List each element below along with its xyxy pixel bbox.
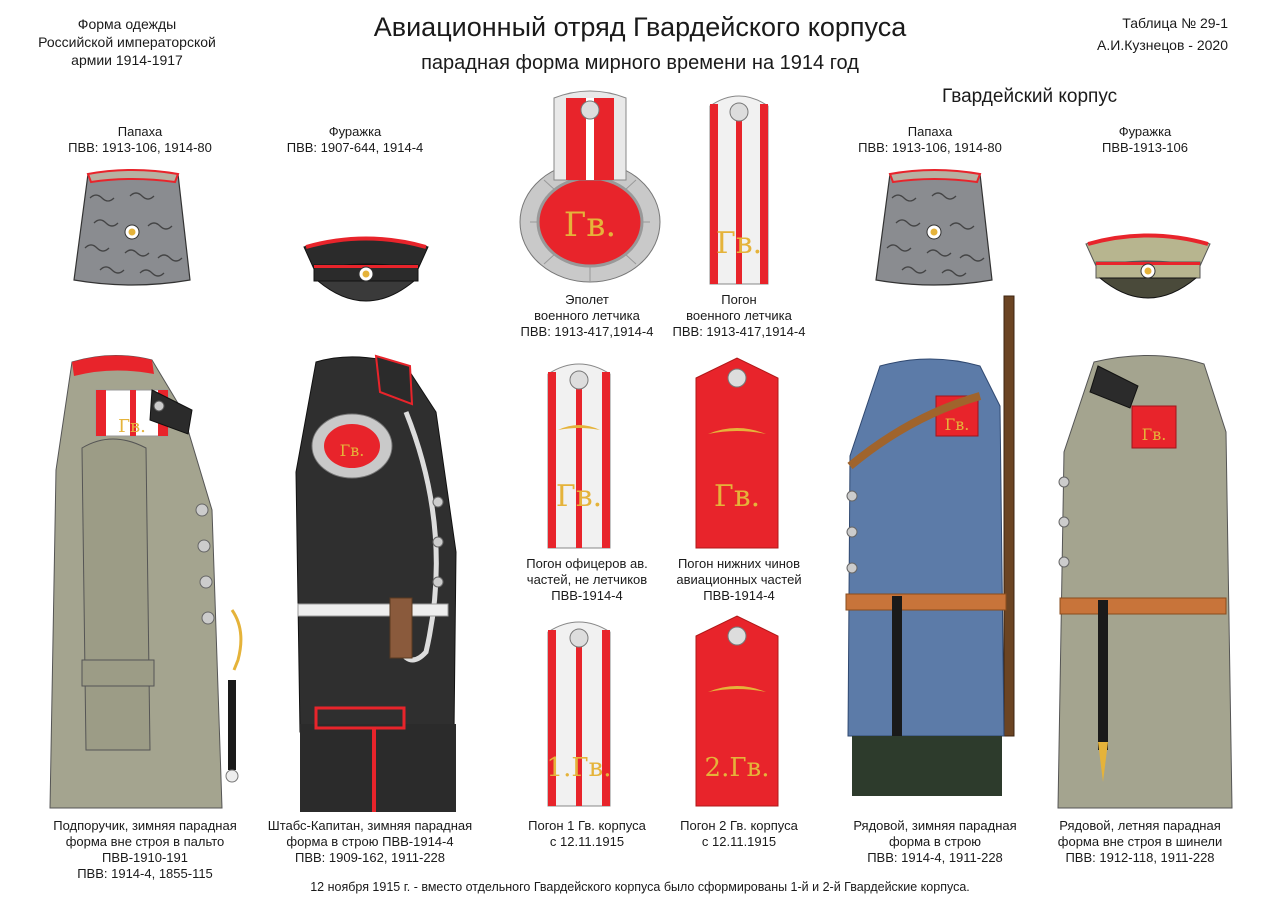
caption-line: с 12.11.1915 (701, 834, 777, 849)
headwear-ref: ПВВ: 1913-106, 1914-80 (858, 140, 1002, 155)
epaulette-pilot-illustration: Гв. (519, 90, 661, 283)
shoulder-board-marking: Гв. (716, 226, 762, 261)
shoulder-board-1st-corps-illustration: 1.Гв. (547, 621, 612, 807)
shoulder-board-marking: Гв. (556, 479, 602, 514)
footnote: 12 ноября 1915 г. - вместо отдельного Гв… (310, 880, 970, 894)
headwear-caption-cap-right: Фуражка ПВВ-1913-106 (1065, 124, 1225, 156)
headwear-ref: ПВВ: 1913-106, 1914-80 (68, 140, 212, 155)
caption-line: Эполет (565, 292, 609, 307)
caption-line: авиационных частей (676, 572, 802, 587)
figure-private-winter-blue: Гв. (845, 295, 1015, 796)
insignia-caption-pilot-board: Погон военного летчика ПВВ: 1913-417,191… (664, 292, 814, 340)
shoulder-board-officer-illustration: Гв. (547, 363, 611, 549)
headwear-ref: ПВВ: 1907-644, 1914-4 (286, 140, 424, 155)
cap-right-illustration (1085, 233, 1211, 299)
headwear-name: Папаха (907, 124, 953, 139)
shoulder-board-marking: Гв. (714, 479, 760, 514)
figure-marking: Гв. (945, 415, 970, 434)
page-title: Авиационный отряд Гвардейского корпуса (373, 12, 907, 42)
caption-line: форма в строю ПВВ-1914-4 (286, 834, 454, 849)
shoulder-board-marking: 2.Гв. (705, 753, 770, 783)
table-info: Таблица № 29-1 А.И.Кузнецов - 2020 (1097, 12, 1228, 56)
headwear-caption-papakha-left: Папаха ПВВ: 1913-106, 1914-80 (60, 124, 220, 156)
caption-line: ПВВ-1914-4 (551, 588, 623, 603)
series-label-line: Российской императорской (38, 34, 216, 50)
headwear-name: Папаха (117, 124, 163, 139)
table-number: Таблица № 29-1 (1122, 15, 1228, 31)
caption-line: ПВВ: 1909-162, 1911-228 (294, 850, 446, 865)
caption-line: ПВВ-1914-4 (703, 588, 775, 603)
caption-line: Рядовой, летняя парадная (1059, 818, 1221, 833)
caption-line: форма вне строя в шинели (1057, 834, 1223, 849)
caption-line: частей, не летчиков (526, 572, 648, 587)
figure-marking: Гв. (118, 416, 146, 437)
insignia-caption-epaulette: Эполет военного летчика ПВВ: 1913-417,19… (512, 292, 662, 340)
caption-line: ПВВ: 1913-417,1914-4 (520, 324, 654, 339)
caption-line: военного летчика (686, 308, 792, 323)
headwear-caption-papakha-right: Папаха ПВВ: 1913-106, 1914-80 (850, 124, 1010, 156)
insignia-caption-1st-corps: Погон 1 Гв. корпуса с 12.11.1915 (512, 818, 662, 850)
shoulder-board-2nd-corps-illustration: 2.Гв. (695, 615, 779, 807)
headwear-name: Фуражка (1118, 124, 1172, 139)
caption-line: ПВВ: 1913-417,1914-4 (672, 324, 806, 339)
headwear-name: Фуражка (328, 124, 382, 139)
caption-line: ПВВ: 1914-4, 1855-115 (77, 866, 213, 881)
series-label-line: Форма одежды (77, 16, 177, 32)
headwear-caption-cap-left: Фуражка ПВВ: 1907-644, 1914-4 (275, 124, 435, 156)
figure-lieutenant-greatcoat: Гв. (49, 355, 243, 809)
epaulette-marking: Гв. (564, 205, 616, 245)
caption-line: ПВВ: 1912-118, 1911-228 (1065, 850, 1215, 865)
caption-line: Погон нижних чинов (677, 556, 801, 571)
figure-caption-private-summer: Рядовой, летняя парадная форма вне строя… (1040, 818, 1240, 866)
figure-private-summer-greatcoat: Гв. (1057, 354, 1233, 809)
caption-line: Погон 2 Гв. корпуса (680, 818, 798, 833)
figure-marking: Гв. (340, 441, 365, 460)
caption-line: Погон 1 Гв. корпуса (528, 818, 646, 833)
caption-line: форма вне строя в пальто (65, 834, 225, 849)
caption-line: Подпоручик, зимняя парадная (53, 818, 237, 833)
cap-left-illustration (303, 236, 429, 302)
figure-caption-lieutenant: Подпоручик, зимняя парадная форма вне ст… (40, 818, 250, 882)
shoulder-board-marking: 1.Гв. (547, 753, 612, 783)
shoulder-board-ranks-illustration: Гв. (695, 357, 779, 549)
caption-line: ПВВ-1910-191 (102, 850, 188, 865)
figure-staff-captain-dress: Гв. (295, 354, 457, 812)
insignia-caption-ranks-board: Погон нижних чинов авиационных частей ПВ… (664, 556, 814, 604)
papakha-left-illustration (73, 169, 191, 286)
page-subtitle: парадная форма мирного времени на 1914 г… (421, 52, 859, 74)
insignia-caption-officer-board: Погон офицеров ав. частей, не летчиков П… (512, 556, 662, 604)
caption-line: Погон офицеров ав. (526, 556, 648, 571)
figure-caption-staff-captain: Штабс-Капитан, зимняя парадная форма в с… (255, 818, 485, 866)
series-label-line: армии 1914-1917 (71, 52, 183, 68)
headwear-ref: ПВВ-1913-106 (1102, 140, 1188, 155)
figure-caption-private-winter: Рядовой, зимняя парадная форма в строю П… (830, 818, 1040, 866)
figure-marking: Гв. (1142, 425, 1167, 444)
insignia-caption-2nd-corps: Погон 2 Гв. корпуса с 12.11.1915 (664, 818, 814, 850)
papakha-right-illustration (875, 169, 993, 286)
section-label: Гвардейский корпус (942, 86, 1118, 107)
caption-line: Рядовой, зимняя парадная (853, 818, 1017, 833)
caption-line: Штабс-Капитан, зимняя парадная (267, 818, 473, 833)
caption-line: с 12.11.1915 (549, 834, 625, 849)
caption-line: Погон (721, 292, 757, 307)
caption-line: военного летчика (534, 308, 640, 323)
series-label: Форма одежды Российской императорской ар… (22, 15, 232, 69)
shoulder-board-pilot-illustration: Гв. (709, 95, 769, 285)
caption-line: ПВВ: 1914-4, 1911-228 (867, 850, 1003, 865)
caption-line: форма в строю (888, 834, 982, 849)
author: А.И.Кузнецов - 2020 (1097, 37, 1228, 53)
